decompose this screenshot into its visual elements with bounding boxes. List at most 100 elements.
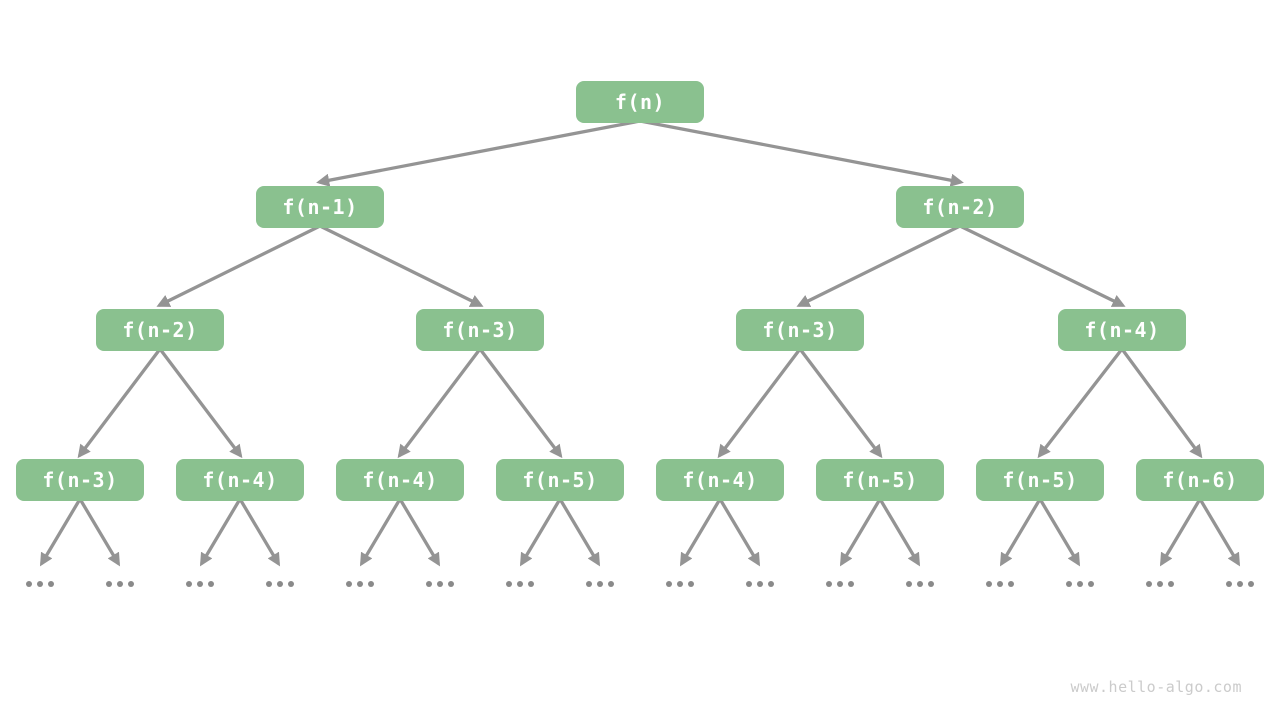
ellipsis-dot	[357, 581, 363, 587]
leaf-edge-n221-right	[1038, 497, 1081, 567]
tree-node-n1: f(n-1)	[256, 186, 384, 228]
edge-n2-n21	[796, 224, 962, 307]
ellipsis-leaf	[346, 581, 374, 587]
ellipsis-dot	[368, 581, 374, 587]
ellipsis-dot	[1066, 581, 1072, 587]
ellipsis-dot	[677, 581, 683, 587]
ellipsis-leaf	[666, 581, 694, 587]
edge-n22-n222	[1120, 347, 1203, 459]
edge-n12-n121	[397, 347, 482, 459]
ellipsis-dot	[128, 581, 134, 587]
ellipsis-dot	[288, 581, 294, 587]
ellipsis-dot	[1008, 581, 1014, 587]
leaf-edge-n121-left	[359, 497, 402, 567]
ellipsis-dot	[106, 581, 112, 587]
ellipsis-dot	[506, 581, 512, 587]
edge-n22-n221	[1037, 347, 1124, 459]
ellipsis-leaf	[1226, 581, 1254, 587]
leaf-edge-n211-right	[718, 497, 761, 567]
leaf-edge-n212-left	[839, 497, 882, 567]
ellipsis-dot	[608, 581, 614, 587]
edge-n1-n11	[156, 224, 322, 307]
ellipsis-dot	[666, 581, 672, 587]
ellipsis-dot	[1088, 581, 1094, 587]
watermark-text: www.hello-algo.com	[1070, 678, 1242, 696]
ellipsis-dot	[986, 581, 992, 587]
ellipsis-dot	[997, 581, 1003, 587]
leaf-edge-n211-left	[679, 497, 722, 567]
ellipsis-leaf	[826, 581, 854, 587]
ellipsis-dot	[768, 581, 774, 587]
tree-node-n112: f(n-4)	[176, 459, 304, 501]
tree-node-n211: f(n-4)	[656, 459, 784, 501]
tree-node-n122: f(n-5)	[496, 459, 624, 501]
leaf-edge-n122-left	[519, 497, 562, 567]
ellipsis-dot	[1077, 581, 1083, 587]
ellipsis-leaf	[106, 581, 134, 587]
tree-node-n11: f(n-2)	[96, 309, 224, 351]
ellipsis-dot	[37, 581, 43, 587]
edge-n1-n12	[318, 224, 484, 307]
ellipsis-leaf	[506, 581, 534, 587]
ellipsis-dot	[48, 581, 54, 587]
ellipsis-dot	[906, 581, 912, 587]
ellipsis-dot	[1168, 581, 1174, 587]
ellipsis-dot	[197, 581, 203, 587]
tree-node-n121: f(n-4)	[336, 459, 464, 501]
ellipsis-dot	[266, 581, 272, 587]
ellipsis-leaf	[266, 581, 294, 587]
tree-node-n221: f(n-5)	[976, 459, 1104, 501]
ellipsis-dot	[277, 581, 283, 587]
ellipsis-dot	[1248, 581, 1254, 587]
ellipsis-leaf	[746, 581, 774, 587]
edge-n11-n112	[158, 347, 243, 459]
edge-n21-n211	[717, 347, 802, 459]
leaf-edge-n111-left	[39, 497, 82, 567]
ellipsis-dot	[688, 581, 694, 587]
ellipsis-dot	[437, 581, 443, 587]
ellipsis-leaf	[26, 581, 54, 587]
leaf-edge-n212-right	[878, 497, 921, 567]
tree-node-n22: f(n-4)	[1058, 309, 1186, 351]
ellipsis-leaf	[906, 581, 934, 587]
ellipsis-dot	[928, 581, 934, 587]
leaf-edge-n112-left	[199, 497, 242, 567]
tree-node-n2: f(n-2)	[896, 186, 1024, 228]
ellipsis-dot	[346, 581, 352, 587]
tree-node-root: f(n)	[576, 81, 704, 123]
ellipsis-dot	[426, 581, 432, 587]
ellipsis-dot	[746, 581, 752, 587]
tree-node-n222: f(n-6)	[1136, 459, 1264, 501]
leaf-edge-n222-left	[1159, 497, 1202, 567]
ellipsis-dot	[597, 581, 603, 587]
edge-root-n2	[638, 119, 964, 187]
leaf-edge-n111-right	[78, 497, 121, 567]
ellipsis-dot	[186, 581, 192, 587]
ellipsis-dot	[448, 581, 454, 587]
ellipsis-dot	[1237, 581, 1243, 587]
ellipsis-dot	[517, 581, 523, 587]
ellipsis-leaf	[186, 581, 214, 587]
ellipsis-dot	[586, 581, 592, 587]
ellipsis-dot	[1157, 581, 1163, 587]
edge-n12-n122	[478, 347, 563, 459]
edge-n11-n111	[77, 347, 162, 459]
tree-node-n21: f(n-3)	[736, 309, 864, 351]
ellipsis-dot	[26, 581, 32, 587]
edge-n2-n22	[958, 224, 1126, 307]
leaf-edge-n221-left	[999, 497, 1042, 567]
ellipsis-leaf	[986, 581, 1014, 587]
tree-node-n111: f(n-3)	[16, 459, 144, 501]
ellipsis-leaf	[1146, 581, 1174, 587]
tree-node-n12: f(n-3)	[416, 309, 544, 351]
ellipsis-dot	[1226, 581, 1232, 587]
ellipsis-dot	[757, 581, 763, 587]
ellipsis-dot	[117, 581, 123, 587]
leaf-edge-n112-right	[238, 497, 281, 567]
edge-root-n1	[316, 119, 642, 187]
ellipsis-dot	[848, 581, 854, 587]
ellipsis-dot	[826, 581, 832, 587]
ellipsis-dot	[1146, 581, 1152, 587]
